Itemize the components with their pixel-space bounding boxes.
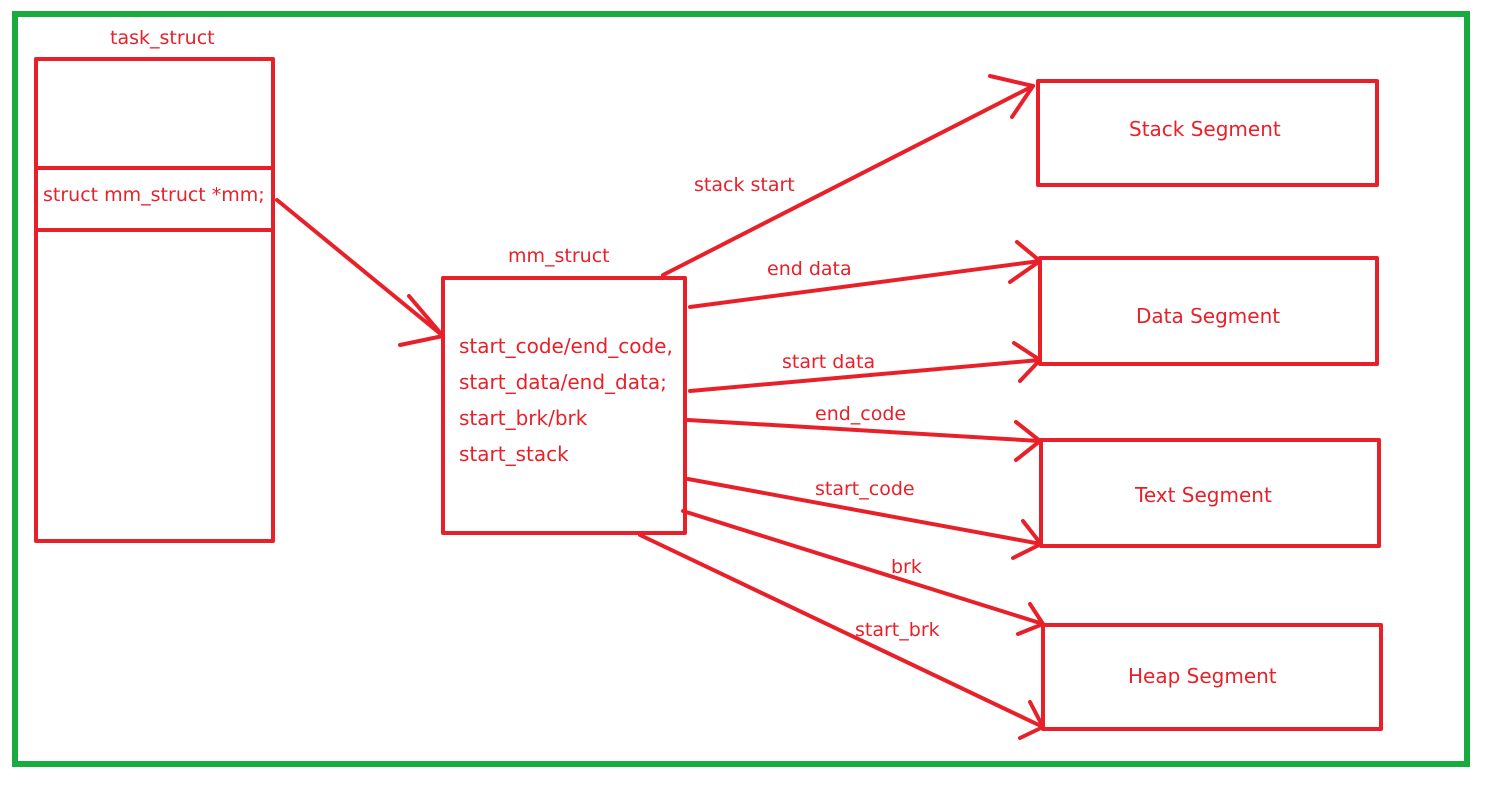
task-struct-mm-field: struct mm_struct *mm; [43,184,265,206]
text-segment-label: Text Segment [1135,483,1272,507]
stack-segment-label: Stack Segment [1129,117,1281,141]
edge-label-end-data: end data [767,258,852,280]
mm-field-stack: start_stack [459,442,569,466]
stack-segment-box [1036,79,1379,187]
mm-struct-box [441,276,687,535]
arrow-end-data [688,240,1042,309]
outer-frame [12,11,1470,767]
arrow-stack-start [661,74,1035,277]
mm-field-code: start_code/end_code, [459,334,673,358]
heap-segment-label: Heap Segment [1128,664,1277,688]
arrow-mm-pointer [275,198,445,347]
arrow-start-data [688,341,1042,393]
edge-label-start-code: start_code [815,478,915,500]
task-struct-box [34,57,275,543]
arrow-start-code [686,477,1043,560]
edge-label-end-code: end_code [815,403,907,425]
edge-label-stack-start: stack start [694,174,795,196]
arrow-brk [681,509,1045,636]
mm-struct-fields: start_code/end_code, start_data/end_data… [459,328,673,472]
edge-label-brk: brk [891,556,922,578]
arrow-end-code [686,418,1042,462]
mm-field-data: start_data/end_data; [459,370,667,394]
data-segment-box [1038,256,1379,366]
text-segment-box [1039,438,1381,548]
data-segment-label: Data Segment [1136,304,1281,328]
edge-label-start-brk: start_brk [855,619,940,641]
heap-segment-box [1041,623,1383,731]
mm-struct-title: mm_struct [508,245,610,267]
edge-label-start-data: start data [782,351,876,373]
task-struct-title: task_struct [110,27,215,49]
arrow-start-brk [638,533,1045,740]
mm-field-brk: start_brk/brk [459,406,588,430]
